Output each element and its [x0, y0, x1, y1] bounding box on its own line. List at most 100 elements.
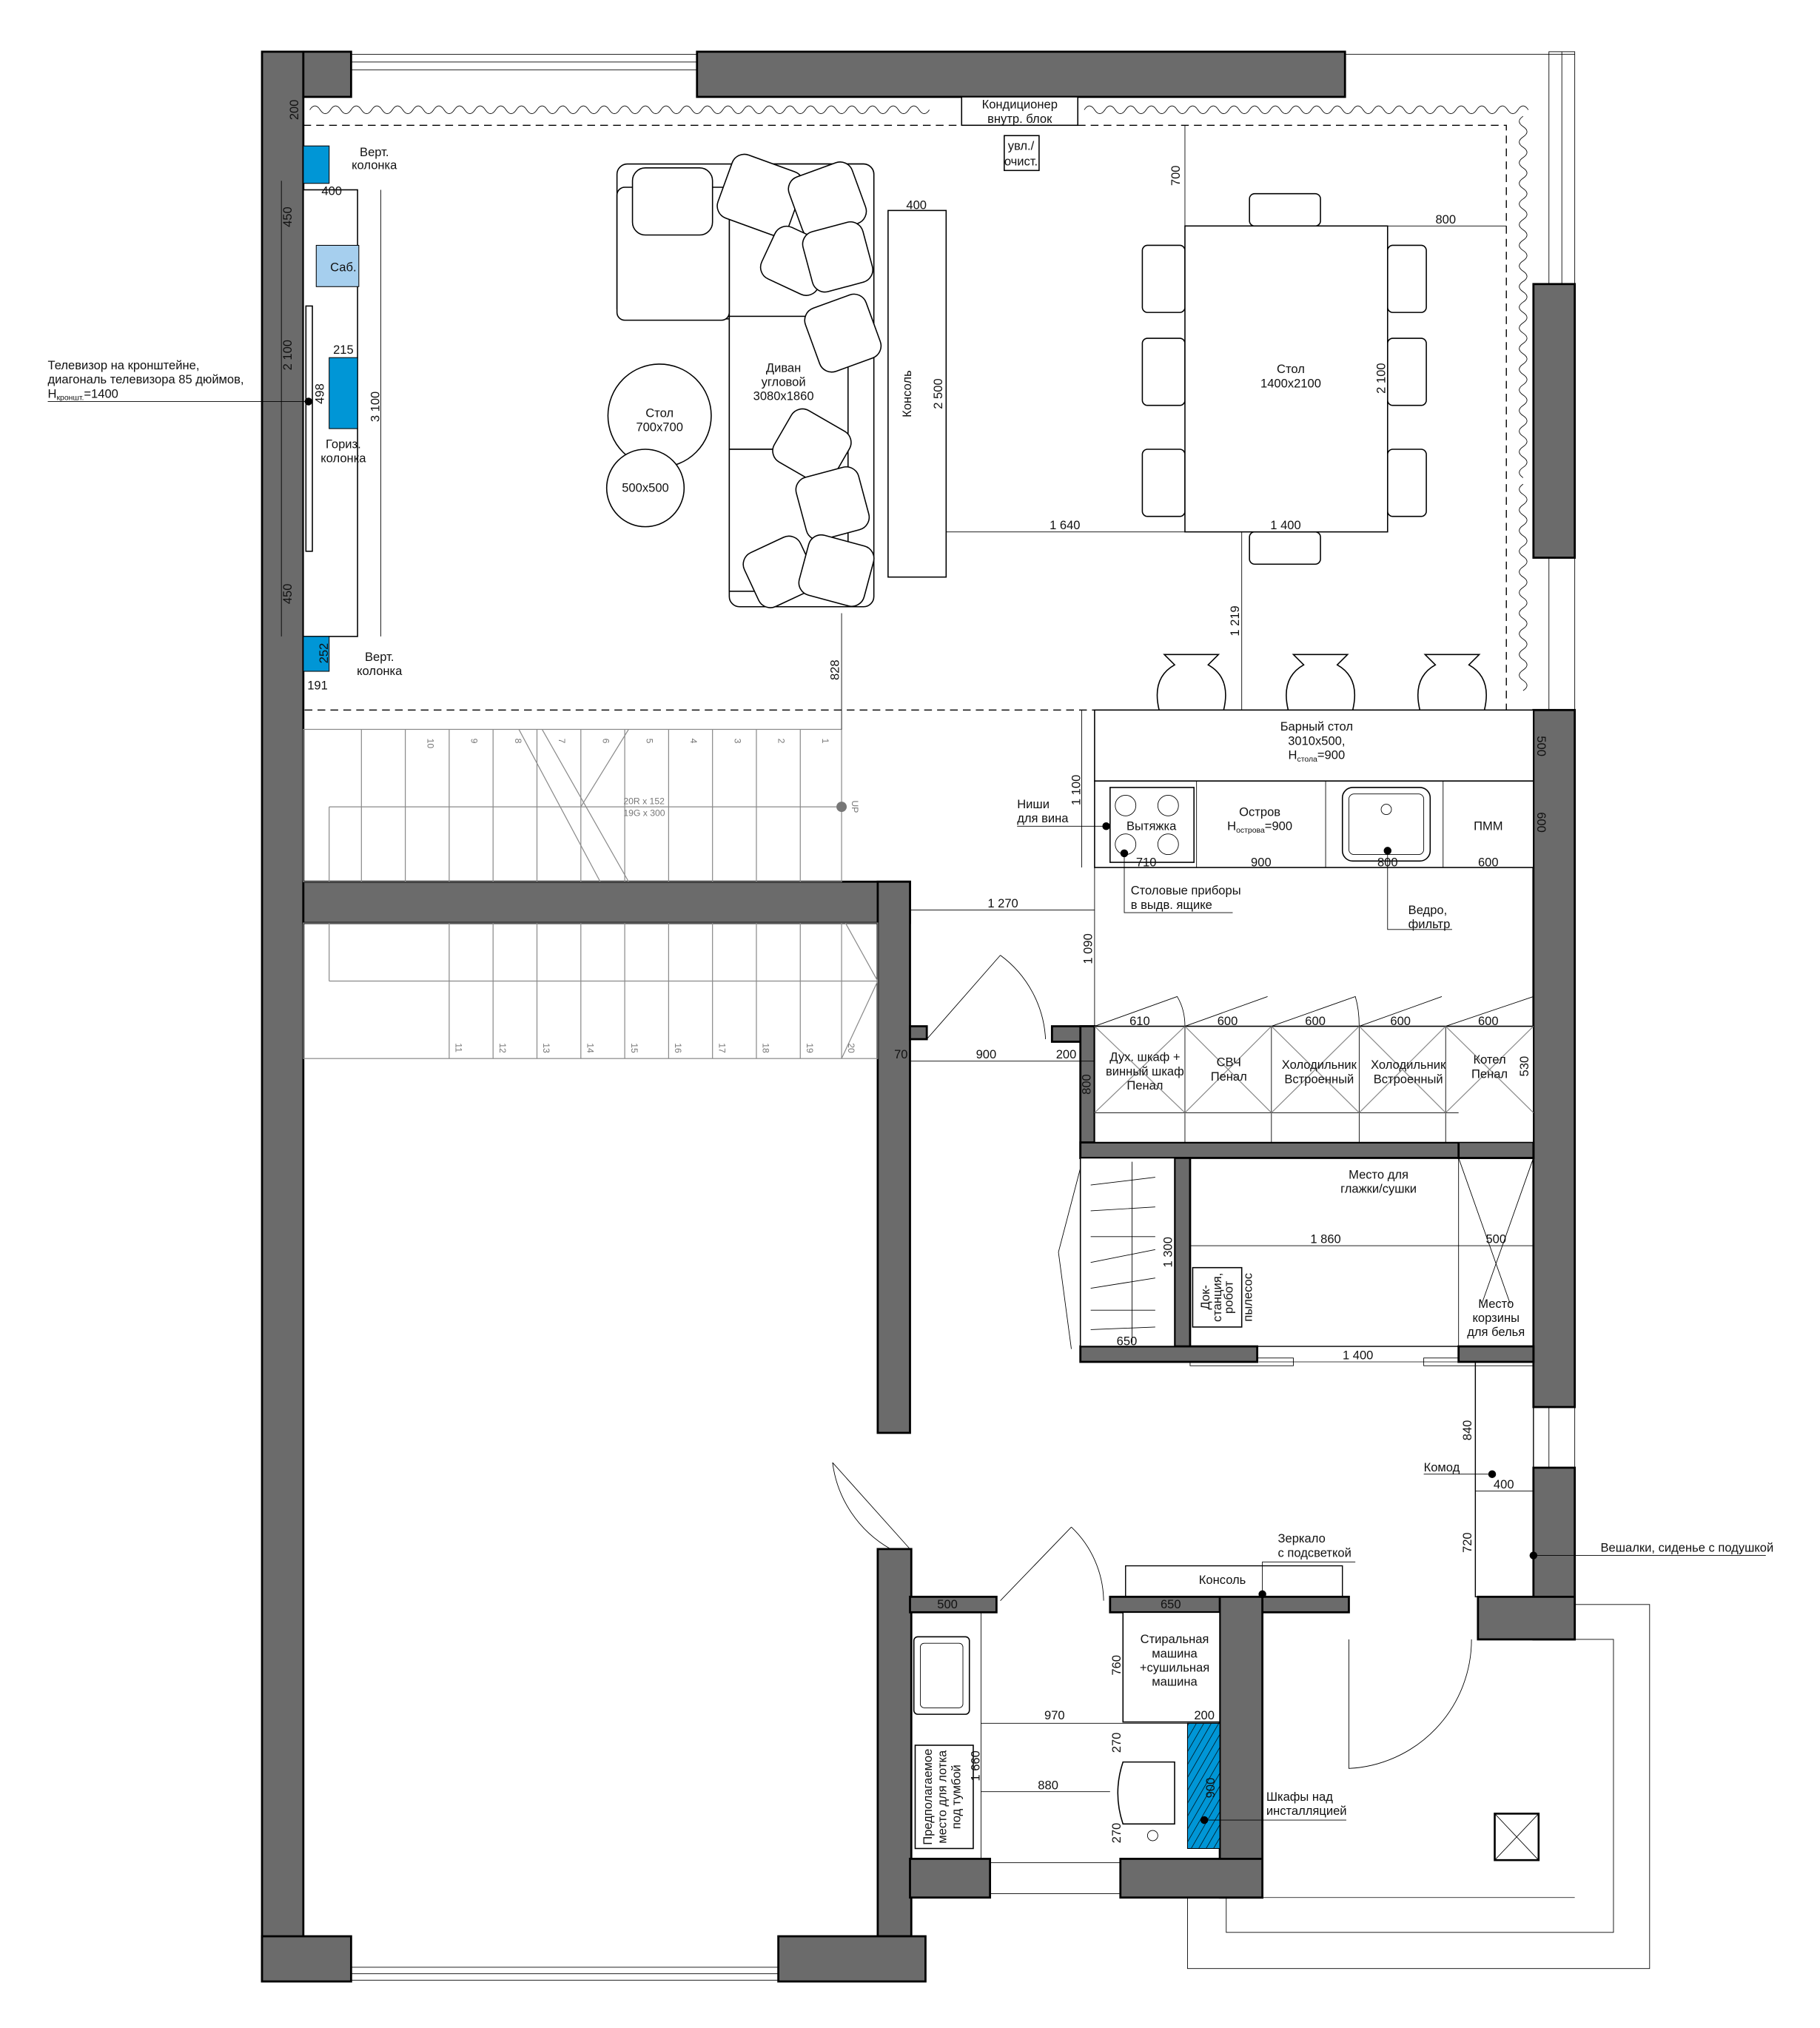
svg-text:1 860: 1 860 [1310, 1232, 1340, 1246]
tall-unit-label: Дух. шкаф + [1109, 1050, 1180, 1064]
svg-text:1 660: 1 660 [969, 1750, 983, 1781]
tall-unit-label: винный шкаф [1106, 1064, 1184, 1078]
svg-text:970: 970 [1044, 1708, 1065, 1722]
speaker-label: колонка [352, 158, 397, 172]
svg-text:1 400: 1 400 [1343, 1349, 1373, 1363]
speaker-vertical-top [303, 145, 330, 184]
tv-note: Hкроншт.=1400 [48, 386, 118, 402]
dining-chairs [1141, 192, 1427, 565]
washer-label: машина [1152, 1646, 1198, 1660]
svg-text:800: 800 [1435, 212, 1456, 226]
svg-text:5: 5 [645, 739, 655, 744]
bucket-label: Ведро, [1408, 903, 1448, 917]
ventilation-shaft-icon [1494, 1813, 1540, 1861]
wardrobe [1079, 1157, 1175, 1347]
bar-stools [1156, 654, 1487, 711]
svg-text:191: 191 [307, 678, 328, 692]
bar-table-label: Hстола=900 [1289, 748, 1346, 764]
svg-text:200: 200 [1056, 1047, 1077, 1061]
svg-text:900: 900 [1203, 1778, 1218, 1799]
washer-label: +сушильная [1140, 1661, 1209, 1675]
svg-text:11: 11 [454, 1043, 464, 1052]
svg-text:7: 7 [557, 739, 567, 744]
dock-label: робот [1221, 1280, 1235, 1314]
litter-label: под тумбой [950, 1765, 964, 1829]
dining-table [1184, 225, 1388, 533]
svg-text:500: 500 [937, 1597, 958, 1611]
svg-text:900: 900 [1251, 855, 1272, 869]
svg-text:3 100: 3 100 [369, 392, 383, 422]
svg-text:270: 270 [1109, 1733, 1124, 1753]
svg-text:800: 800 [1080, 1074, 1094, 1095]
speaker-label: Гориз. [326, 437, 361, 451]
svg-text:70: 70 [894, 1047, 907, 1061]
svg-text:200: 200 [1194, 1708, 1215, 1722]
hall-console [1125, 1565, 1343, 1598]
svg-text:15: 15 [629, 1043, 639, 1053]
svg-text:760: 760 [1109, 1655, 1124, 1676]
humidifier-label: очист. [1004, 154, 1038, 168]
svg-text:215: 215 [333, 343, 354, 357]
svg-text:500: 500 [1534, 736, 1548, 756]
svg-text:650: 650 [1161, 1597, 1181, 1611]
svg-text:1: 1 [820, 739, 830, 744]
wine-niches-label: для вина [1017, 811, 1069, 825]
subwoofer-label: Саб. [330, 260, 356, 274]
svg-text:2: 2 [776, 739, 787, 744]
side-table [605, 449, 685, 528]
speaker-label: колонка [320, 451, 366, 465]
walls [261, 50, 1576, 1983]
installation-cabinets [1186, 1722, 1220, 1850]
svg-text:1 400: 1 400 [1270, 518, 1300, 532]
speaker-label: Верт. [365, 650, 394, 664]
wine-niches-label: Ниши [1017, 797, 1050, 811]
svg-text:10: 10 [425, 739, 435, 749]
curtain-right [1519, 115, 1528, 691]
dock-label: станция, [1210, 1273, 1224, 1322]
stair-up-label: UP [850, 800, 860, 813]
install-cabinets-label: инсталляцией [1266, 1804, 1347, 1818]
svg-text:18: 18 [761, 1043, 771, 1053]
living-console [887, 209, 947, 578]
litter-label: место для лотка [935, 1750, 949, 1844]
svg-text:1 219: 1 219 [1228, 605, 1242, 636]
mirror-label: Зеркало [1278, 1531, 1326, 1545]
dining-table-label: Стол [1277, 362, 1305, 376]
washer-label: Стиральная [1141, 1632, 1209, 1646]
svg-text:6: 6 [600, 739, 611, 744]
washbasin [913, 1636, 970, 1715]
hall-console-label: Консоль [1199, 1573, 1246, 1587]
corner-sofa [616, 153, 882, 608]
svg-text:8: 8 [513, 739, 523, 744]
dock-label: пылесос [1241, 1273, 1255, 1322]
doors [832, 955, 1472, 1769]
staircase [303, 613, 879, 1059]
svg-text:450: 450 [281, 207, 295, 227]
sink [1341, 787, 1431, 862]
svg-text:252: 252 [317, 643, 331, 664]
svg-text:720: 720 [1460, 1532, 1474, 1553]
tall-unit-label: Холодильник [1371, 1058, 1446, 1072]
hood-label: Вытяжка [1126, 819, 1177, 833]
svg-text:2 100: 2 100 [281, 340, 295, 370]
speaker-label: колонка [357, 664, 403, 678]
svg-text:16: 16 [673, 1043, 683, 1053]
dishwasher-label: ПММ [1474, 819, 1502, 833]
tall-unit-label: Котел [1473, 1052, 1505, 1067]
island-label: Остров [1239, 805, 1280, 819]
tall-unit-label: Встроенный [1374, 1072, 1443, 1086]
svg-text:840: 840 [1460, 1420, 1474, 1441]
svg-text:1 090: 1 090 [1081, 933, 1095, 964]
svg-text:2 100: 2 100 [1374, 363, 1388, 393]
coffee-table-label: 700x700 [636, 420, 683, 434]
litter-box-area [914, 1745, 974, 1850]
curtain-top [309, 105, 1529, 115]
dimensions: 200 400 450 2 100 450 215 498 3 100 252 … [281, 100, 1548, 1844]
svg-text:600: 600 [1478, 1014, 1499, 1028]
washer-label: машина [1152, 1675, 1198, 1689]
svg-text:270: 270 [1109, 1823, 1124, 1844]
install-cabinets-label: Шкафы над [1266, 1790, 1333, 1804]
basket-label: для белья [1467, 1325, 1525, 1339]
svg-text:1 100: 1 100 [1069, 775, 1084, 805]
